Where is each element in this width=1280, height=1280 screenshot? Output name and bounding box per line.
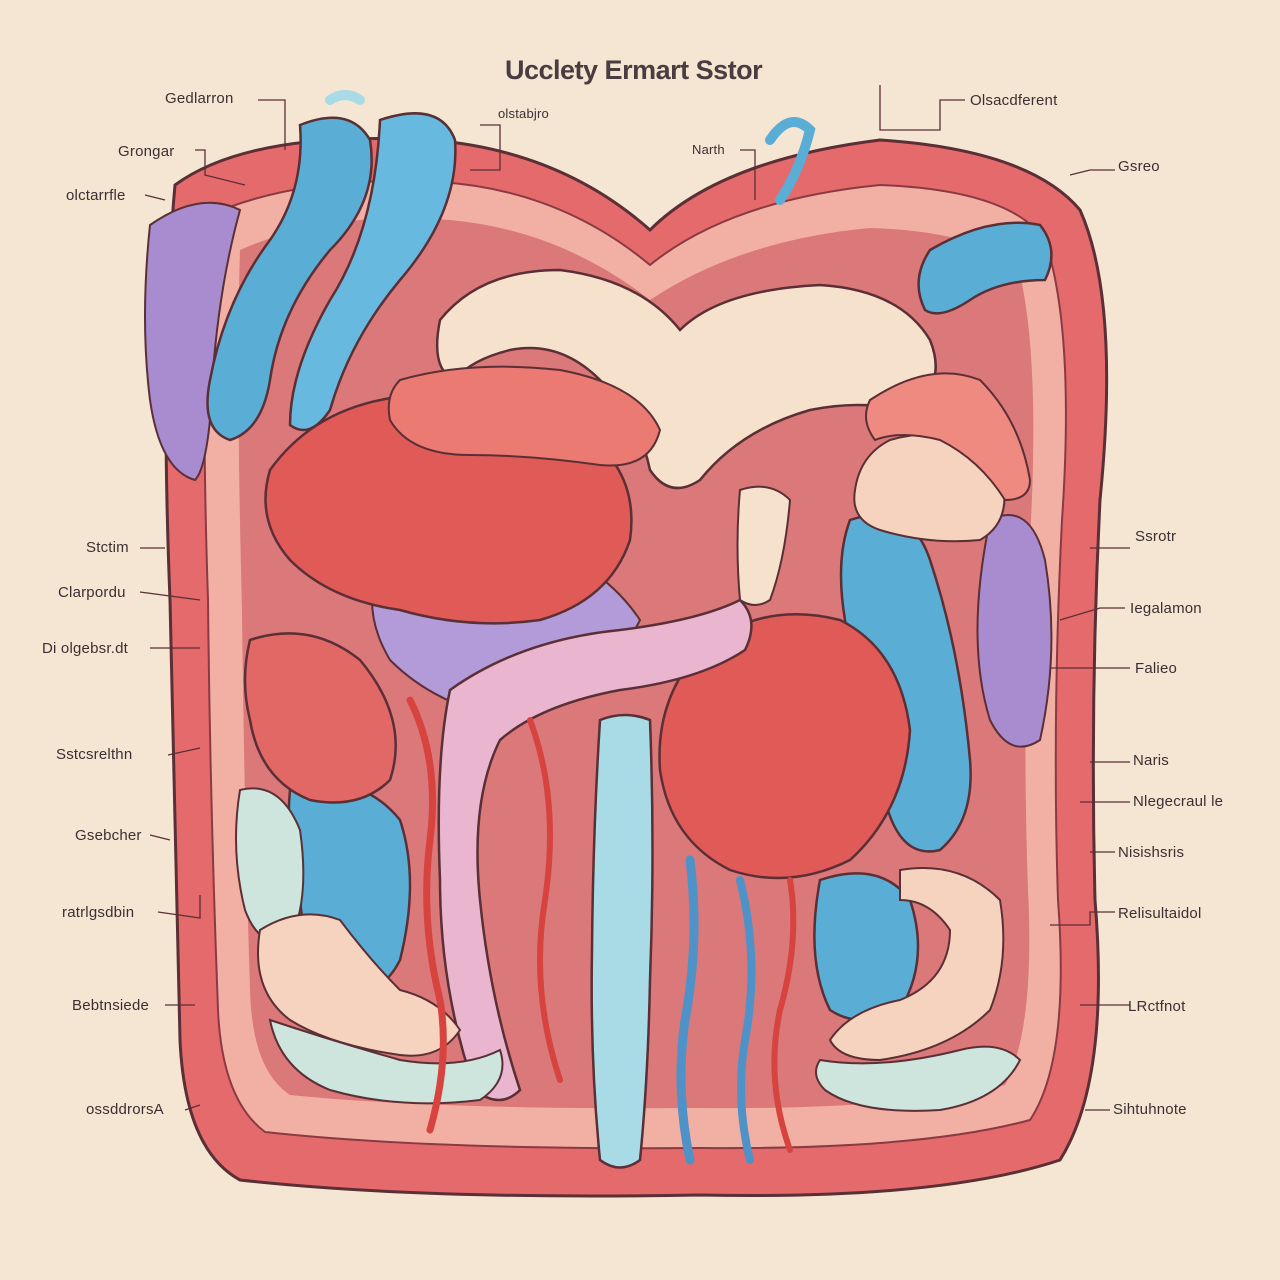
label-right-9: Sihtuhnote (1113, 1101, 1187, 1118)
purple-organ-left (144, 201, 242, 482)
label-top-center-1: olstabjro (498, 106, 549, 121)
top-vessel-1 (325, 90, 365, 105)
label-top-left-2: Grongar (118, 143, 175, 160)
cream-coil-lower-right (828, 867, 1005, 1062)
blue-intestine-upper-left-2 (288, 112, 457, 432)
label-right-5: Nlegecraul le (1133, 793, 1224, 810)
blue-vessel-center (676, 855, 699, 1165)
cream-coil-lower-left (257, 913, 462, 1057)
label-right-1: Ssrotr (1135, 528, 1177, 545)
red-organ-heart (658, 613, 912, 880)
label-left-3: Di olgebsr.dt (42, 640, 128, 657)
red-organ-upper (387, 365, 662, 467)
label-left-8: ossddrorsA (86, 1101, 164, 1118)
label-left-6: ratrlgsdbin (62, 904, 135, 921)
blue-vessel-right (736, 876, 756, 1164)
leader-lines (139, 85, 1130, 1111)
red-vessel-right (771, 877, 797, 1153)
cream-stomach (435, 268, 937, 490)
lightblue-tube (590, 713, 654, 1169)
label-right-8: LRctfnot (1128, 998, 1186, 1015)
mint-coil-lower-left-2 (268, 1018, 504, 1105)
label-left-4: Sstcsrelthn (56, 746, 133, 763)
label-top-right-1: Olsacdferent (970, 92, 1058, 109)
label-right-6: Nisishsris (1118, 844, 1185, 861)
purple-organ-right (976, 514, 1053, 748)
cream-tube (736, 485, 792, 606)
label-top-left-1: Gedlarron (165, 90, 234, 107)
label-right-3: Falieo (1135, 660, 1178, 677)
red-coil-right (865, 372, 1032, 502)
top-vessel-2 (765, 117, 816, 205)
label-right-2: Iegalamon (1130, 600, 1202, 617)
diagram-title: Ucclety Ermart Sstor (505, 55, 763, 85)
blue-intestine-upper-right (917, 221, 1053, 315)
label-right-4: Naris (1133, 752, 1170, 769)
label-left-1: Stctim (86, 539, 129, 556)
label-left-2: Clarpordu (58, 584, 126, 601)
pink-tube (437, 598, 753, 1102)
label-left-5: Gsebcher (75, 827, 142, 844)
mint-coil-lower-right (815, 1045, 1022, 1112)
red-organ-left-lower (243, 632, 397, 804)
red-vessel-center (527, 717, 563, 1083)
red-vessel-left (406, 696, 447, 1134)
label-left-7: Bebtnsiede (72, 997, 150, 1014)
label-top-right-2: Gsreo (1118, 158, 1160, 175)
label-top-center-2: Narth (692, 142, 725, 157)
blue-intestine-right (839, 513, 972, 853)
label-top-left-3: olctarrfle (66, 187, 126, 204)
blue-intestine-upper-left (206, 116, 373, 442)
label-right-7: Relisultaidol (1118, 905, 1202, 922)
